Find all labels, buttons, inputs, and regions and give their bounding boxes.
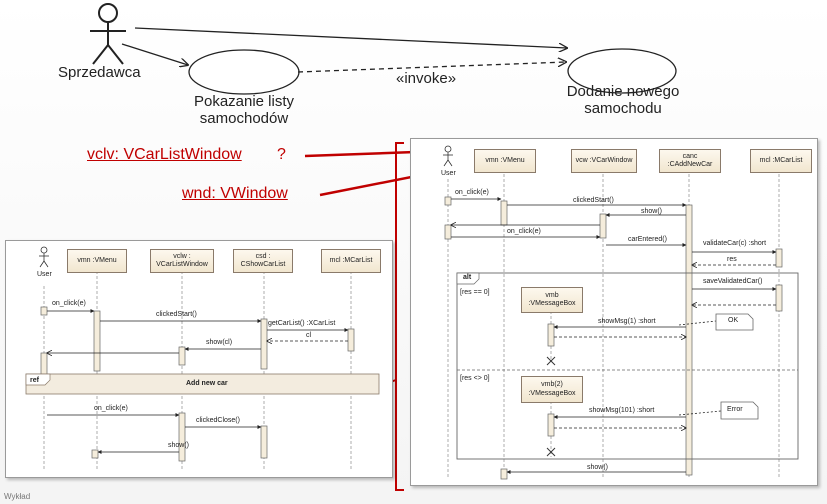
usecase-dodanie-label-1: Dodanie nowego xyxy=(566,83,680,100)
usecase-pokazanie-label-2: samochodów xyxy=(199,110,289,127)
right-msgbox-vmb[interactable]: vmb:VMessageBox xyxy=(521,287,583,313)
right-msgbox-vmb2[interactable]: vmb(2):VMessageBox xyxy=(521,376,583,403)
right-msg-validate-car: validateCar(c) :short xyxy=(703,240,767,247)
right-msg-show: show() xyxy=(641,208,663,215)
right-lifeline-vmenu[interactable]: vmn :VMenu xyxy=(474,149,536,173)
annotation-question: ? xyxy=(277,146,286,163)
right-lifeline-vcarwindow[interactable]: vcw :VCarWindow xyxy=(571,149,637,173)
right-msg-on-click-2: on_click(e) xyxy=(507,228,541,235)
invoke-stereotype: «invoke» xyxy=(396,70,457,87)
right-lifeline-caddnewcar[interactable]: canc:CAddNewCar xyxy=(659,149,721,173)
association-line-1 xyxy=(121,43,188,65)
alt-fragment xyxy=(456,272,799,460)
left-lifeline-cshowcarlist[interactable]: csd :CShowCarList xyxy=(233,249,293,273)
right-msg-showmsg-1: showMsg(1) :short xyxy=(598,318,656,325)
ref-tag: ref xyxy=(30,377,39,384)
right-sequence-diagram: User vmn :VMenu vcw :VCarWindow canc:CAd… xyxy=(410,138,818,486)
left-lifeline-vmenu[interactable]: vmn :VMenu xyxy=(67,249,127,273)
usecase-pokazanie-label-1: Pokazanie listy xyxy=(193,93,295,110)
left-msg-clicked-close: clickedClose() xyxy=(196,417,240,424)
right-msg-save-validated: saveValidatedCar() xyxy=(703,278,763,285)
bracket xyxy=(395,142,404,491)
left-msg-show: show() xyxy=(168,442,190,449)
left-sequence-diagram: User vmn :VMenu vclw :VCarListWindow csd… xyxy=(5,240,393,478)
left-sequence-canvas xyxy=(25,246,380,471)
right-sequence-canvas xyxy=(443,145,799,480)
ref-name[interactable]: Add new car xyxy=(186,380,228,387)
left-msg-get-car-list: getCarList() :XCarList xyxy=(268,320,336,327)
right-lifeline-mcarlist[interactable]: mcl :MCarList xyxy=(750,149,812,173)
note-ok: OK xyxy=(728,317,739,324)
right-msg-show-final: show() xyxy=(587,464,609,471)
left-user-figure xyxy=(39,246,49,268)
left-msg-cl: cl xyxy=(306,332,312,339)
left-msg-clicked-start: clickedStart() xyxy=(156,311,197,318)
association-line-2 xyxy=(134,27,567,48)
alt-guard-1: [res == 0] xyxy=(460,289,490,296)
left-lifeline-vcarlistwindow[interactable]: vclw :VCarListWindow xyxy=(150,249,214,273)
actor-label: Sprzedawca xyxy=(58,64,141,81)
annotation-label-wnd: wnd: VWindow xyxy=(182,185,288,202)
right-msg-clicked-start: clickedStart() xyxy=(573,197,614,204)
annotation-label-vclv: vclv: VCarListWindow xyxy=(87,146,242,163)
actor-sprzedawca-figure xyxy=(90,3,126,65)
right-msg-showmsg-101: showMsg(101) :short xyxy=(589,407,655,414)
left-lifeline-mcarlist[interactable]: mcl :MCarList xyxy=(321,249,381,273)
usecase-dodanie-ellipse[interactable] xyxy=(567,48,677,94)
left-user-label: User xyxy=(37,271,52,278)
note-error: Error xyxy=(727,406,743,413)
alt-tag: alt xyxy=(463,274,472,281)
left-msg-on-click-2: on_click(e) xyxy=(94,405,128,412)
right-msg-res: res xyxy=(727,256,737,263)
left-msg-show-cl: show(cl) xyxy=(206,339,233,346)
right-user-label: User xyxy=(441,170,456,177)
usecase-dodanie-label-2: samochodu xyxy=(584,100,662,117)
left-msg-on-click-1: on_click(e) xyxy=(52,300,86,307)
right-msg-car-entered: carEntered() xyxy=(628,236,667,243)
footer-text: Wykład xyxy=(4,492,31,501)
alt-guard-2: [res <> 0] xyxy=(460,375,490,382)
usecase-pokazanie-ellipse[interactable] xyxy=(188,49,300,95)
right-msg-on-click-1: on_click(e) xyxy=(455,189,489,196)
right-user-figure xyxy=(443,145,453,167)
